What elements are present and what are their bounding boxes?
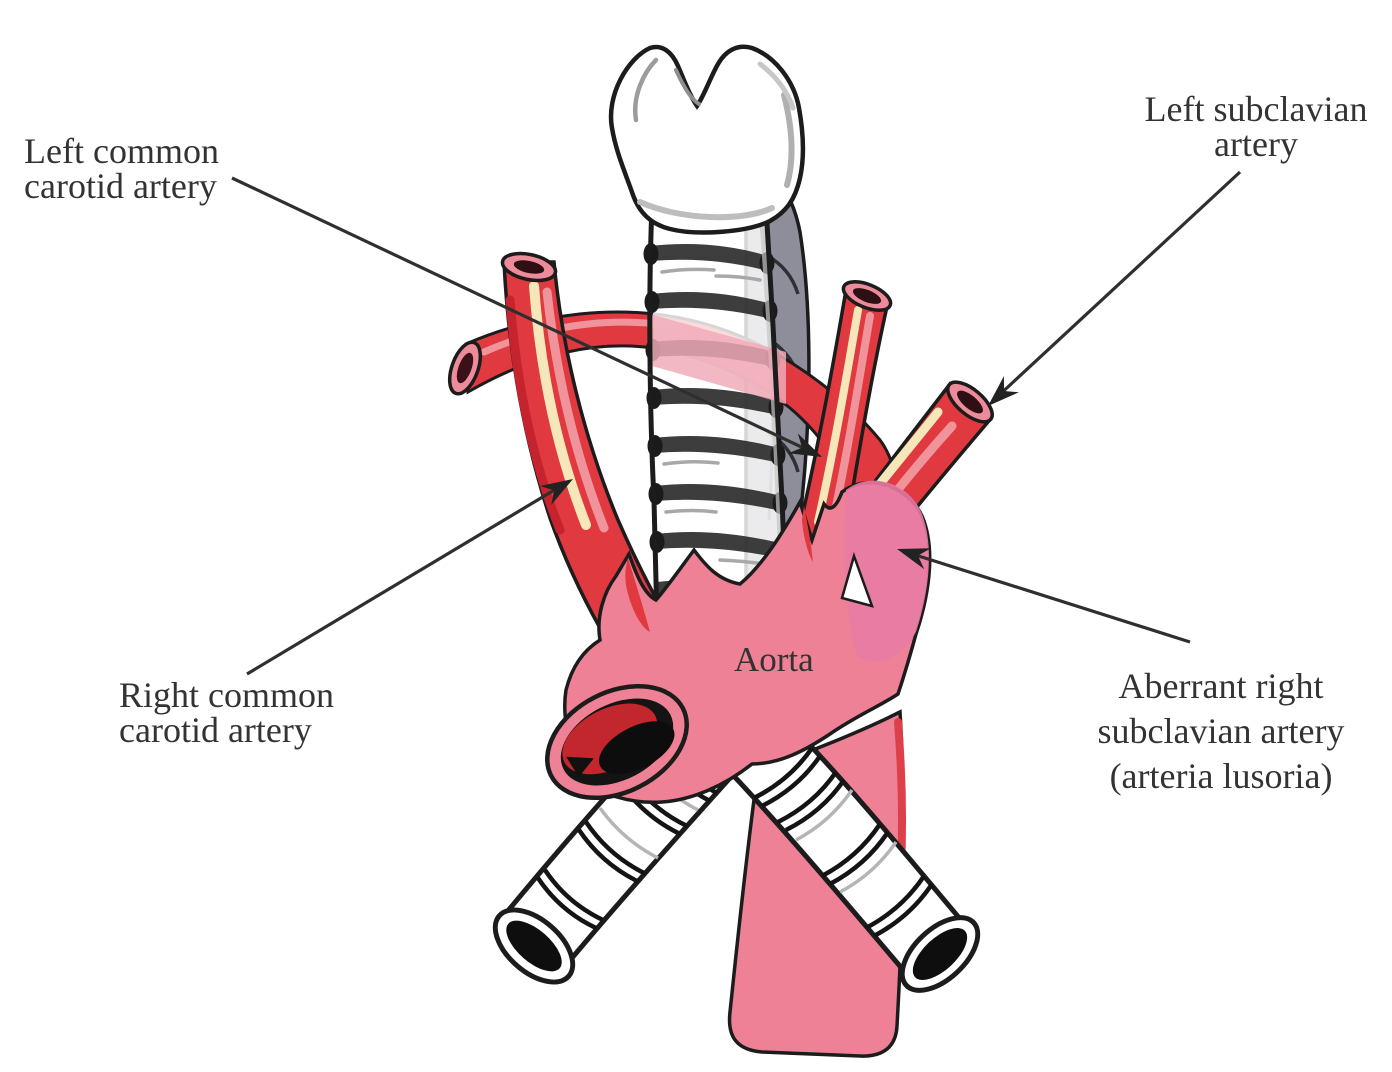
label-line: (arteria lusoria) (1109, 756, 1333, 796)
label-line: Aberrant right (1118, 666, 1324, 706)
leader-aberrant-subclavian (905, 550, 1191, 644)
label-line: carotid artery (24, 166, 217, 206)
left-main-bronchus (728, 718, 981, 993)
aberrant-subclavian-cut-lumen (447, 340, 483, 396)
left-bronchus-cut-lumen (899, 915, 981, 993)
label-left-subclavian: Left subclavian artery (1136, 89, 1376, 164)
right-carotid-cut-lumen (500, 251, 558, 283)
kommerell-diverticulum (844, 480, 929, 662)
label-line: carotid artery (119, 710, 312, 750)
label-line: Right common (119, 675, 334, 715)
leader-lines (231, 170, 1242, 676)
label-line: Left common (24, 131, 219, 171)
arrowheads (539, 376, 1019, 570)
thyroid-cartilage (608, 44, 806, 235)
artery-seen-through-trachea (650, 314, 786, 404)
leader-left-common-carotid (231, 176, 813, 454)
cartilage-shading (632, 57, 796, 221)
label-left-common-carotid: Left common carotid artery (24, 131, 219, 206)
bronchus-rings (752, 746, 934, 938)
label-line: Left subclavian (1144, 89, 1368, 129)
right-bronchus-cut-lumen (492, 907, 576, 985)
leader-right-common-carotid (246, 481, 567, 676)
ascending-aorta-opening (545, 683, 689, 801)
left-subclavian-cut-lumen (946, 380, 994, 424)
leader-left-subclavian (994, 170, 1242, 400)
label-line: Aorta (734, 640, 814, 679)
left-common-carotid-artery (791, 280, 893, 567)
label-aorta: Aorta (734, 642, 814, 677)
label-aberrant-right-subclavian: Aberrant right subclavian artery (arteri… (1086, 664, 1356, 799)
label-line: artery (1214, 124, 1298, 164)
arch-notch (840, 551, 874, 608)
left-carotid-cut-lumen (841, 280, 893, 312)
label-right-common-carotid: Right common carotid artery (119, 675, 334, 750)
right-common-carotid-artery (500, 251, 671, 630)
label-line: subclavian artery (1097, 711, 1345, 751)
